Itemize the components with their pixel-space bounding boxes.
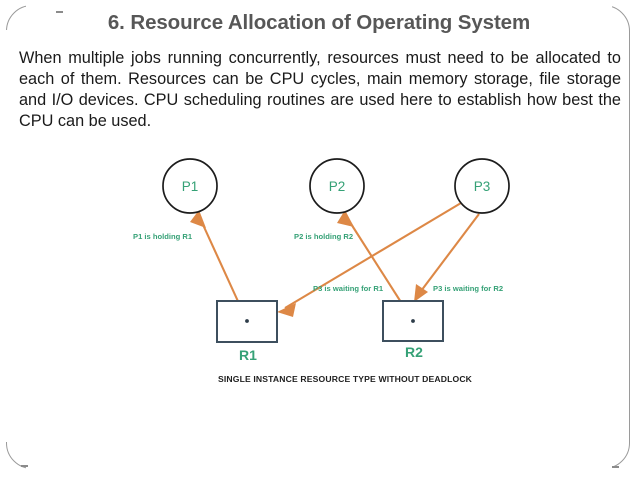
frame-mask-left: [0, 30, 8, 442]
diagram-caption: SINGLE INSTANCE RESOURCE TYPE WITHOUT DE…: [218, 374, 473, 384]
corner-dash-bottom-right: [612, 466, 619, 468]
process-node-p3[interactable]: P3: [454, 158, 510, 214]
edge-label-p1-holding-r1: P1 is holding R1: [133, 232, 193, 241]
process-node-p2[interactable]: P2: [309, 158, 365, 214]
process-node-p3-label: P3: [474, 179, 491, 194]
process-node-p2-label: P2: [329, 179, 346, 194]
resource-allocation-graph: P1 is holding R1 P2 is holding R2 P3 is …: [0, 140, 638, 410]
process-node-p1-label: P1: [182, 179, 199, 194]
frame-mask-top: [26, 0, 612, 8]
resource-node-r2-label: R2: [405, 344, 423, 360]
corner-dash-bottom-left: [21, 465, 28, 467]
edge-label-p2-holding-r2: P2 is holding R2: [294, 232, 353, 241]
edge-label-p3-waiting-r1: P3 is waiting for R1: [313, 284, 384, 293]
edge-p3-waiting-r2: [414, 213, 480, 302]
resource-node-r1-label: R1: [239, 347, 257, 363]
edge-label-p3-waiting-r2: P3 is waiting for R2: [433, 284, 503, 293]
corner-dash-top-left: [56, 11, 63, 13]
slide-body-paragraph: When multiple jobs running concurrently,…: [19, 49, 621, 130]
resource-node-r2[interactable]: R2: [382, 300, 444, 360]
process-node-p1[interactable]: P1: [162, 158, 218, 214]
frame-mask-bottom: [26, 464, 612, 476]
edge-p3-waiting-r1: [277, 202, 462, 317]
slide-title: 6. Resource Allocation of Operating Syst…: [107, 11, 531, 34]
resource-instance-dot-r2: [411, 319, 415, 323]
resource-node-r1[interactable]: R1: [216, 300, 278, 363]
resource-instance-dot-r1: [245, 319, 249, 323]
frame-mask-right: [630, 30, 638, 442]
